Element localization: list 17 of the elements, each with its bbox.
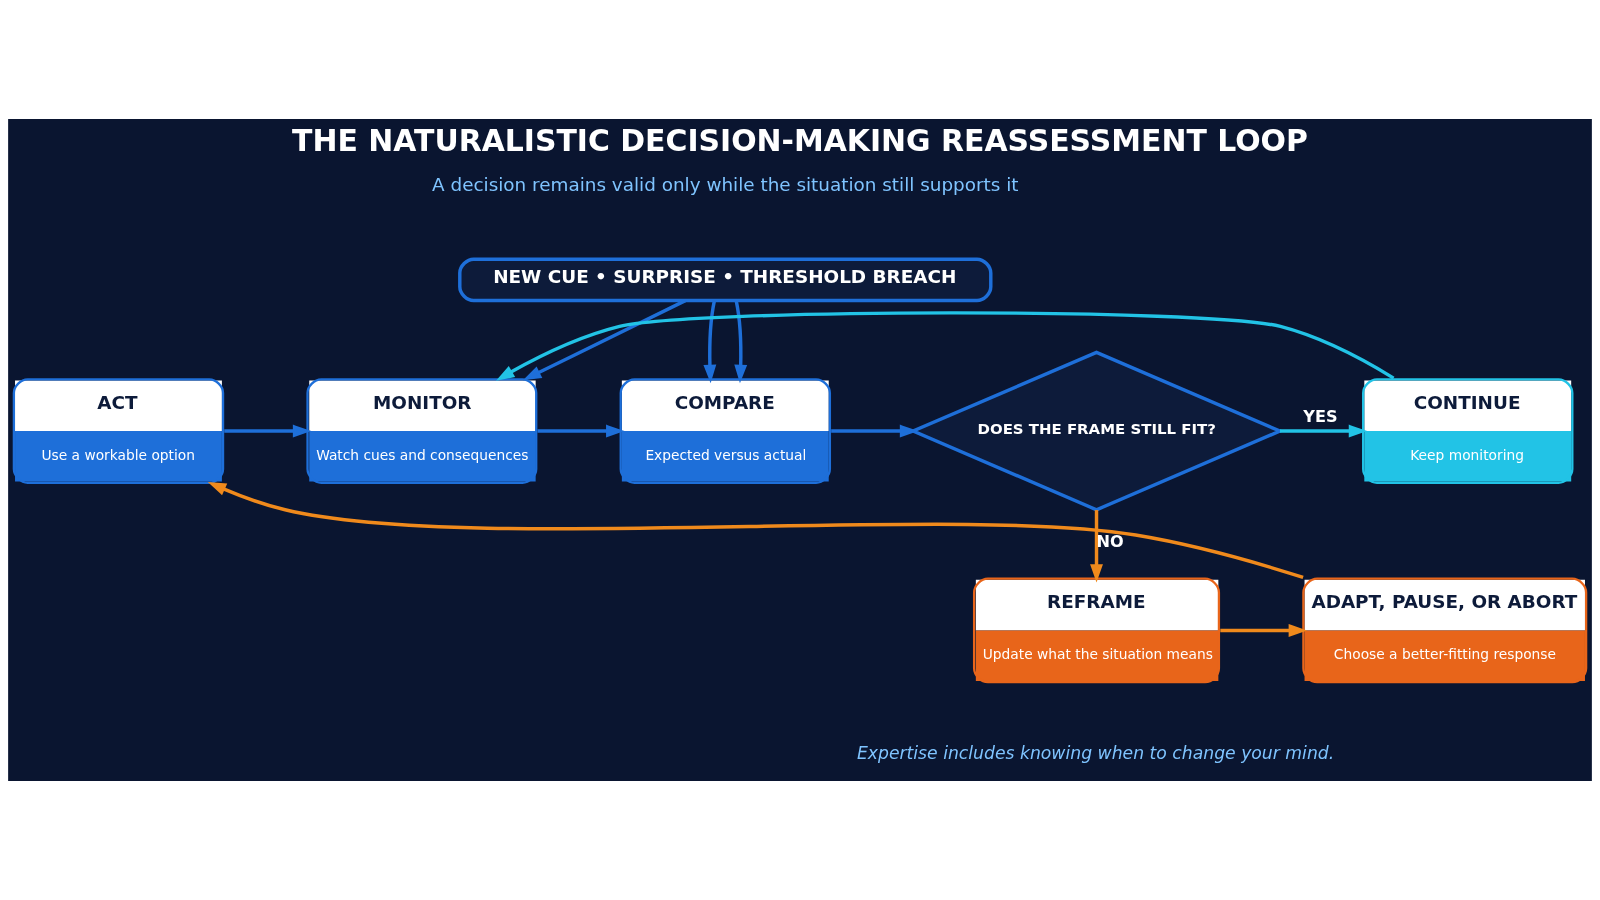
arrow — [831, 424, 919, 438]
edge-label: NO — [1096, 531, 1124, 551]
arrow — [1090, 510, 1103, 583]
diagram-title: THE NATURALISTIC DECISION-MAKING REASSESSMENT LOOP — [292, 122, 1308, 158]
arrow — [734, 300, 748, 384]
arrow — [703, 300, 717, 384]
arrow — [224, 424, 312, 438]
label: A decision remains valid only while the situation still supports it — [432, 174, 1019, 196]
edge-label: YES — [1303, 407, 1338, 427]
arrow — [1279, 424, 1368, 438]
arrow — [1220, 624, 1308, 637]
arrow — [522, 299, 687, 381]
node-box: NEW CUE • SURPRISE • THRESHOLD BREACH — [458, 257, 993, 303]
caption: Expertise includes knowing when to change your mind. — [856, 742, 1335, 763]
arrow — [207, 481, 1304, 580]
arrow — [496, 311, 1395, 381]
arrow — [537, 424, 625, 438]
